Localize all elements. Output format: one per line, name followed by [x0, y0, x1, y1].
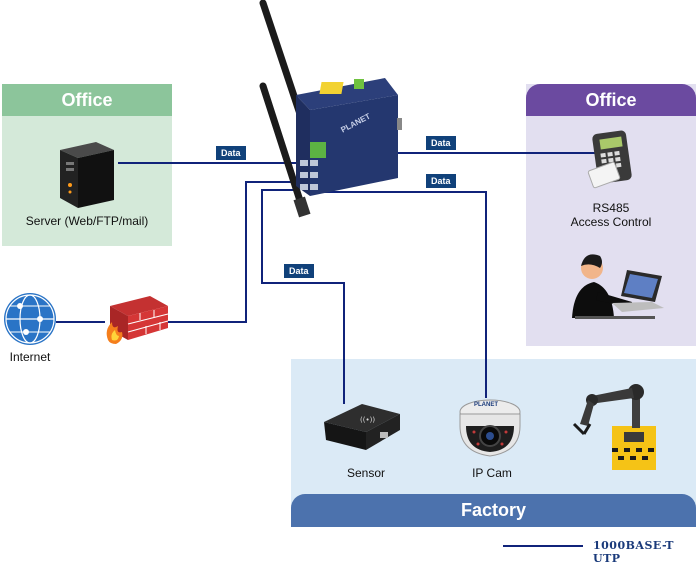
data-tag-access-control: Data: [426, 136, 456, 150]
ip-camera-icon: [459, 399, 521, 457]
person-laptop-icon: [572, 254, 664, 319]
internet-label: Internet: [9, 350, 51, 364]
firewall-icon: [106, 296, 169, 344]
data-tag-server: Data: [216, 146, 246, 160]
factory-header: Factory: [291, 494, 696, 527]
keypad-icon: [587, 130, 632, 189]
svg-text:((•)): ((•)): [360, 416, 375, 424]
access-control-label-line1: RS485: [592, 201, 630, 215]
sensor-label: Sensor: [346, 466, 386, 480]
server-icon: [60, 142, 114, 208]
legend-label: 1000BASE-T UTP: [593, 539, 674, 565]
office-left-header: Office: [2, 84, 172, 116]
data-tag-sensor: Data: [284, 264, 314, 278]
data-tag-ipcam: Data: [426, 174, 456, 188]
sensor-icon: ((•)): [324, 404, 400, 450]
office-zone-left: Office: [2, 84, 172, 246]
industrial-gateway-icon: [296, 78, 402, 196]
robot-arm-icon: [572, 384, 656, 470]
access-control-label: RS485 Access Control: [526, 201, 696, 229]
office-right-header: Office: [526, 84, 696, 116]
link-sensor: [261, 189, 345, 404]
camera-brand: PLANET: [474, 402, 498, 408]
link-ipcam: [318, 191, 487, 398]
server-label: Server (Web/FTP/mail): [25, 214, 149, 228]
globe-icon: [4, 293, 56, 345]
link-firewall-gateway: [168, 181, 298, 323]
office-zone-right: Office: [526, 84, 696, 346]
ipcam-label: IP Cam: [472, 466, 512, 480]
access-control-label-line2: Access Control: [570, 215, 652, 229]
